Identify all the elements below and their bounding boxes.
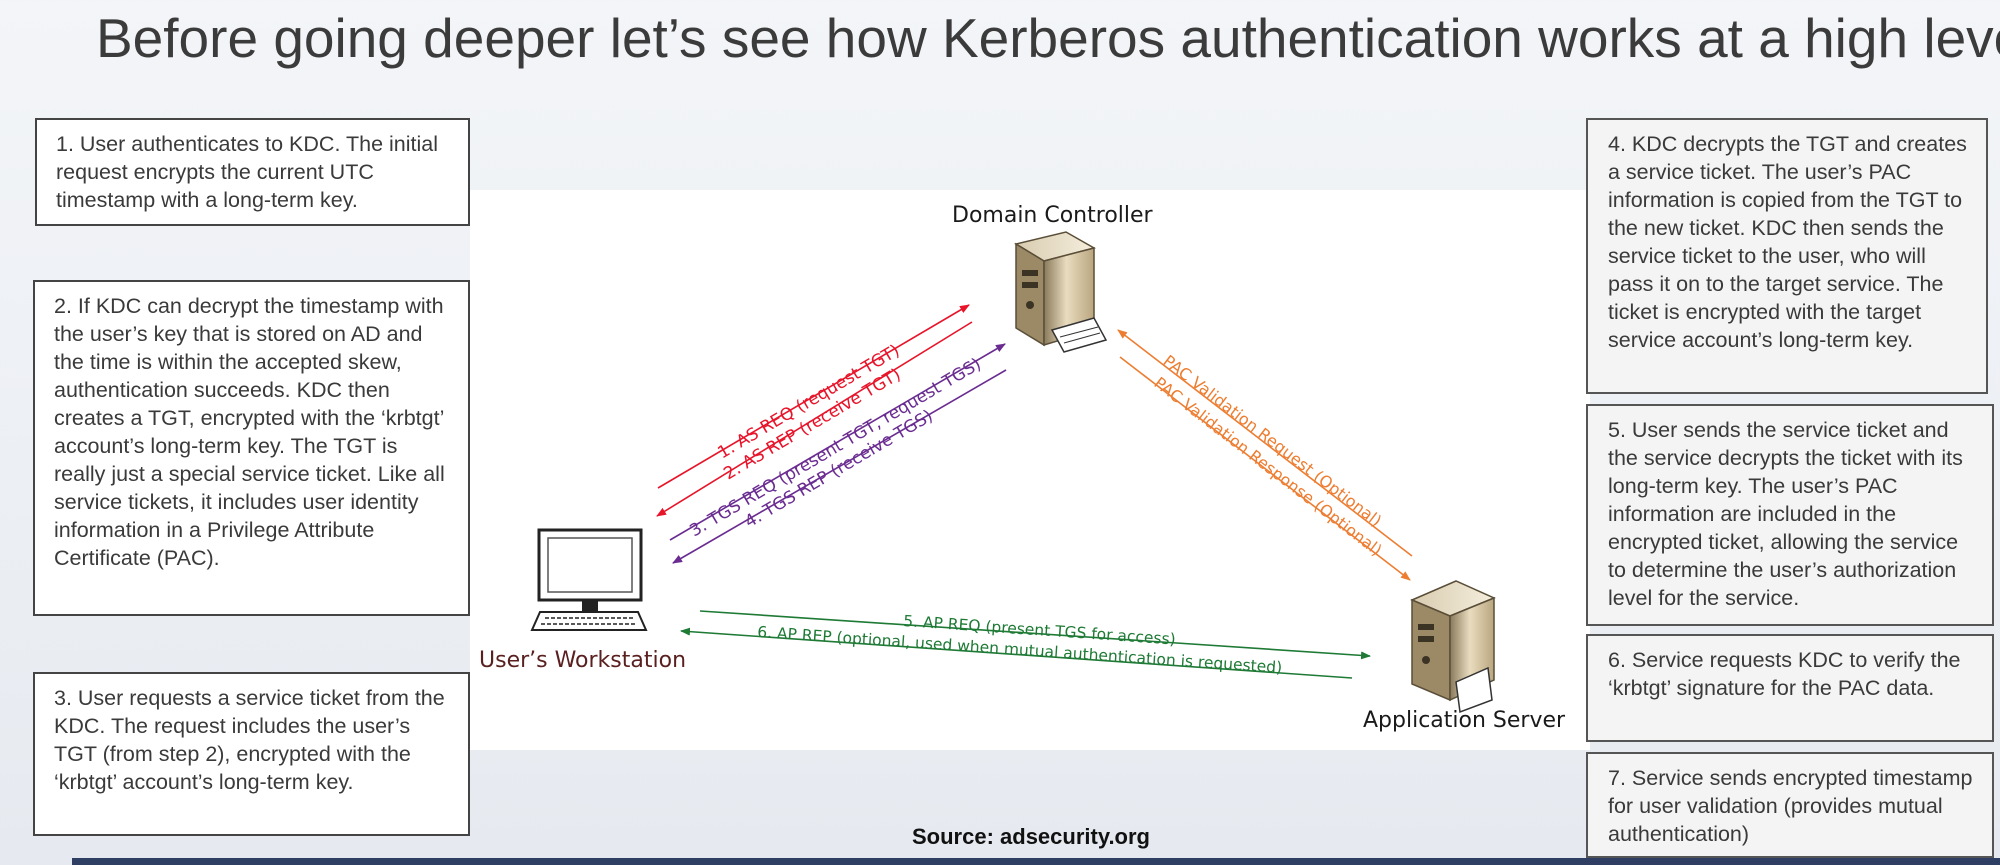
ap-rep-arrow — [680, 627, 1353, 679]
step-5-box: 5. User sends the service ticket and the… — [1586, 404, 1994, 626]
step-7-box: 7. Service sends encrypted timestamp for… — [1586, 752, 1994, 858]
page-title: Before going deeper let’s see how Kerber… — [96, 7, 2000, 69]
step-3-box: 3. User requests a service ticket from t… — [33, 672, 470, 836]
application-server-icon — [1410, 580, 1496, 714]
as-req-arrow — [657, 304, 970, 489]
tgs-rep-arrow — [672, 369, 1007, 564]
ap-req-arrow — [699, 610, 1371, 660]
step-4-box: 4. KDC decrypts the TGT and creates a se… — [1586, 118, 1988, 394]
pac-request-label: PAC Validation Request (Optional) — [1160, 351, 1386, 530]
source-caption: Source: adsecurity.org — [912, 824, 1150, 849]
as-rep-arrow — [656, 321, 973, 517]
pac-response-arrow — [1119, 356, 1411, 581]
app-server-label: Application Server — [1363, 708, 1566, 733]
pac-response-label: PAC Validation Response (Optional) — [1151, 373, 1386, 560]
step-1-box: 1. User authenticates to KDC. The initia… — [35, 118, 470, 226]
tgs-req-arrow — [669, 343, 1006, 541]
step-6-box: 6. Service requests KDC to verify the ‘k… — [1586, 634, 1994, 742]
bottom-accent-bar — [72, 858, 2000, 865]
step-2-box: 2. If KDC can decrypt the timestamp with… — [33, 280, 470, 616]
domain-controller-label: Domain Controller — [952, 203, 1153, 228]
pac-request-arrow — [1117, 329, 1413, 557]
workstation-computer-icon — [530, 528, 648, 631]
domain-controller-server-icon — [1014, 231, 1108, 353]
workstation-label: User’s Workstation — [479, 648, 687, 673]
